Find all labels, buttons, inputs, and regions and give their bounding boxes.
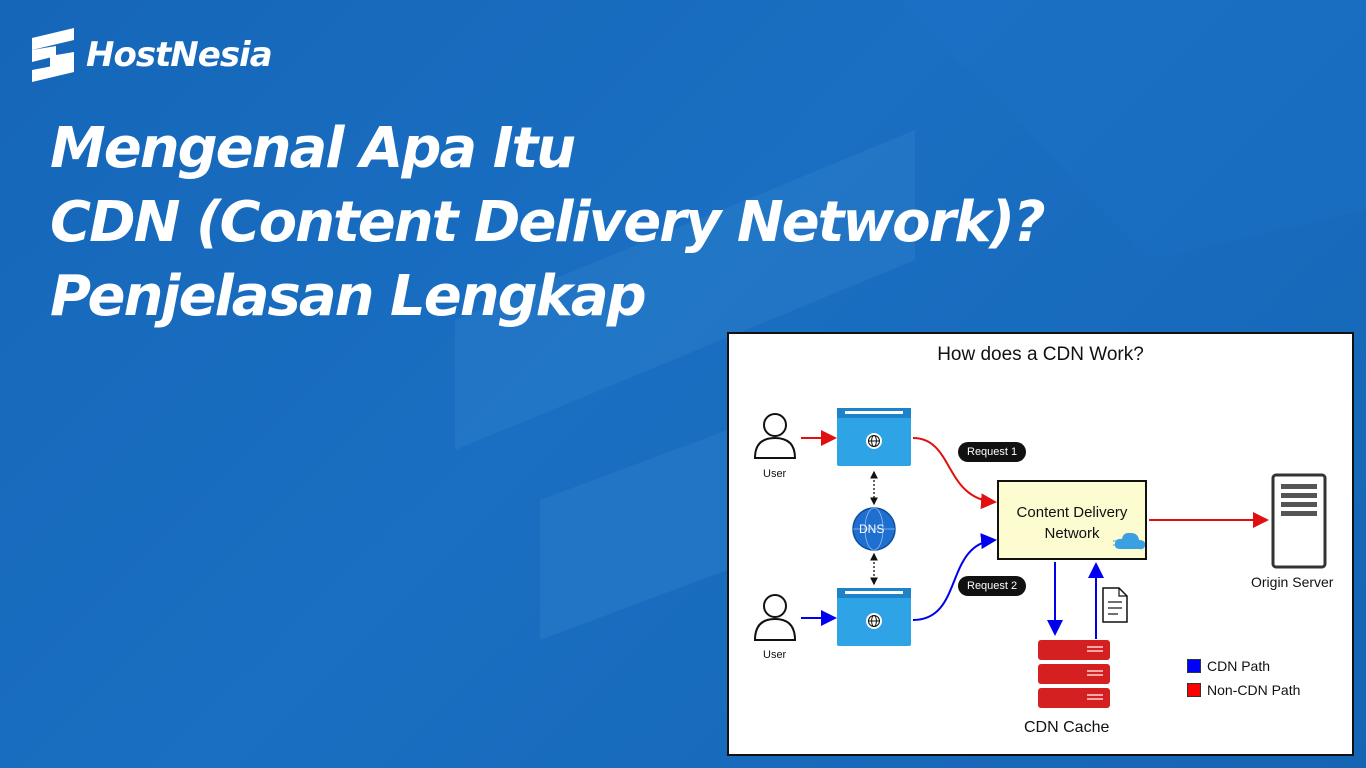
cdn-label-line-2: Network xyxy=(1044,525,1100,542)
legend-cdn-path: CDN Path xyxy=(1187,658,1270,674)
user-bottom-label: User xyxy=(763,649,787,661)
article-headline: Mengenal Apa Itu CDN (Content Delivery N… xyxy=(50,112,1150,334)
headline-line-1: Mengenal Apa Itu xyxy=(50,116,576,181)
dns-label: DNS xyxy=(859,522,885,536)
request2-badge: Request 2 xyxy=(958,576,1027,596)
legend-non-cdn-path: Non-CDN Path xyxy=(1187,682,1300,698)
browser-top-icon xyxy=(837,408,911,466)
document-icon xyxy=(1102,587,1128,623)
legend-swatch-red xyxy=(1187,683,1201,697)
content-delivery-network-box: Content Delivery Network xyxy=(997,480,1147,560)
brand-name: HostNesia xyxy=(86,35,273,75)
request2-path xyxy=(912,533,997,621)
user-top-label: User xyxy=(763,468,787,480)
hostnesia-logo-icon xyxy=(32,28,74,82)
dns-icon xyxy=(852,507,896,551)
cdn-label-line-1: Content Delivery xyxy=(1016,504,1128,521)
cdn-cache-icon xyxy=(1038,640,1110,708)
browser-bottom-icon xyxy=(837,588,911,646)
origin-server-icon xyxy=(1271,473,1327,569)
user-top-icon xyxy=(753,413,797,459)
cloud-icon xyxy=(1113,532,1146,550)
legend-cdn-path-label: CDN Path xyxy=(1207,658,1271,674)
diagram-title: How does a CDN Work? xyxy=(937,344,1144,365)
origin-server-label: Origin Server xyxy=(1251,574,1334,590)
brand-logo[interactable]: HostNesia xyxy=(30,28,273,82)
request1-path xyxy=(912,437,997,510)
headline-line-2: CDN (Content Delivery Network)? xyxy=(50,190,1046,255)
cdn-cache-label: CDN Cache xyxy=(1024,719,1110,736)
cdn-diagram-graphics xyxy=(753,408,1327,708)
legend-non-cdn-path-label: Non-CDN Path xyxy=(1207,682,1301,698)
headline-line-3: Penjelasan Lengkap xyxy=(50,264,647,329)
request1-badge: Request 1 xyxy=(958,442,1027,462)
legend-swatch-blue xyxy=(1187,659,1201,673)
user-bottom-icon xyxy=(753,594,797,641)
cdn-diagram: How does a CDN Work? User User DNS Reque… xyxy=(727,332,1354,756)
